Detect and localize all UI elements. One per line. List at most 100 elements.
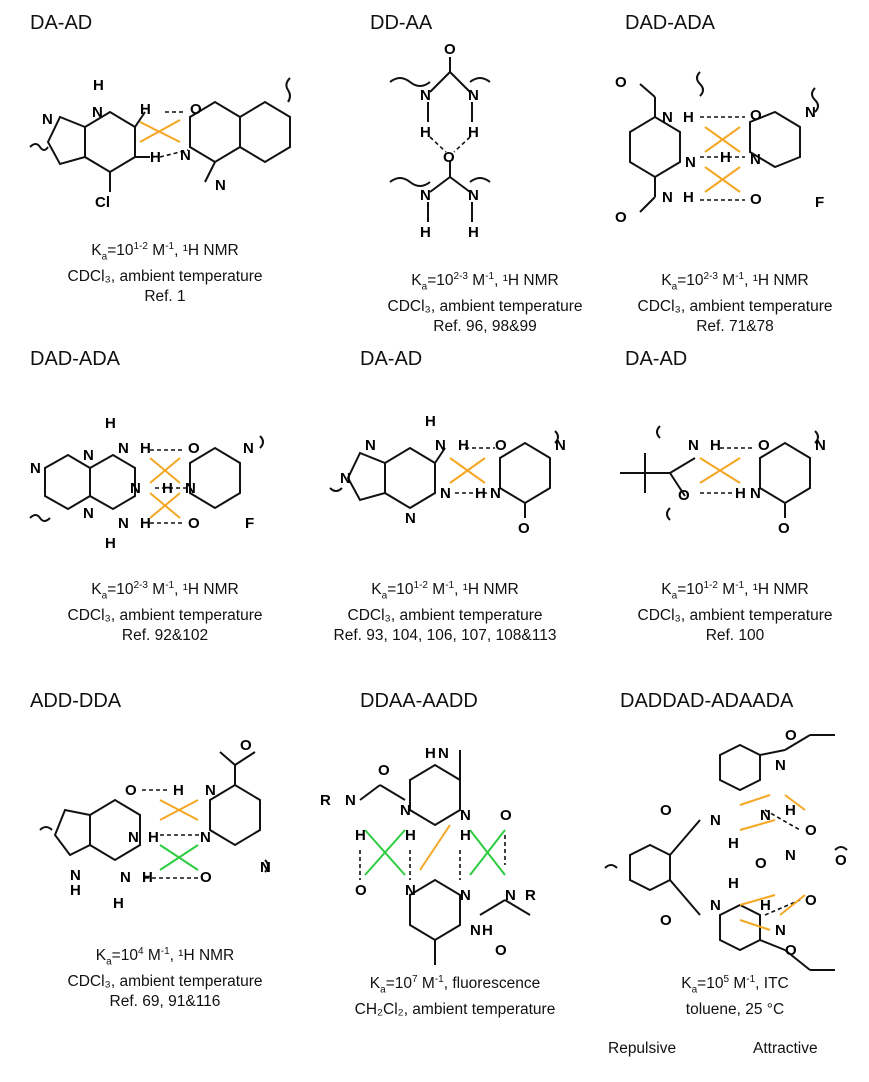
legend-attractive: Attractive	[753, 1040, 818, 1058]
svg-text:O: O	[755, 855, 767, 872]
svg-text:H: H	[140, 440, 151, 457]
svg-text:O: O	[378, 762, 390, 779]
svg-text:N: N	[685, 154, 696, 171]
molecule-structure: HN NH HCl ONN	[29, 77, 291, 211]
svg-text:N: N	[118, 440, 129, 457]
svg-text:H: H	[355, 827, 366, 844]
svg-text:N: N	[243, 440, 254, 457]
svg-text:O: O	[240, 737, 252, 754]
svg-text:O: O	[785, 942, 797, 959]
svg-text:H: H	[140, 515, 151, 532]
solvent: CDCl₃, ambient temperature	[67, 973, 263, 991]
method: ¹H NMR	[502, 272, 559, 290]
svg-text:N: N	[70, 867, 81, 884]
svg-text:N: N	[662, 109, 673, 126]
svg-text:N: N	[490, 485, 501, 502]
svg-text:O: O	[443, 149, 455, 166]
ka-unit: M	[729, 975, 747, 993]
ka-unit: M	[417, 975, 435, 993]
svg-text:N: N	[420, 87, 431, 104]
svg-text:O: O	[188, 440, 200, 457]
svg-text:Cl: Cl	[95, 194, 110, 211]
svg-text:O: O	[190, 101, 202, 118]
caption: Ka=104 M-1, ¹H NMR CDCl₃, ambient temper…	[30, 942, 300, 1012]
svg-text:H: H	[162, 480, 173, 497]
svg-text:O: O	[785, 727, 797, 744]
svg-text:N: N	[460, 887, 471, 904]
svg-text:N: N	[785, 847, 796, 864]
method: ¹H NMR	[752, 581, 809, 599]
svg-text:H: H	[710, 437, 721, 454]
svg-text:N: N	[468, 87, 479, 104]
svg-text:O: O	[200, 869, 212, 886]
ka-unit: M	[717, 581, 736, 599]
ka-base: 10	[706, 975, 724, 993]
caption: Ka=101-2 M-1, ¹H NMR CDCl₃, ambient temp…	[600, 576, 869, 646]
svg-text:N: N	[200, 829, 211, 846]
svg-text:H: H	[420, 124, 431, 141]
svg-text:O: O	[188, 515, 200, 532]
svg-text:R: R	[320, 792, 331, 809]
caption: Ka=101-2 M-1, ¹H NMR CDCl₃, ambient temp…	[310, 576, 580, 646]
ka-base: 10	[686, 272, 704, 290]
ka-base: 10	[120, 947, 138, 965]
svg-text:N: N	[750, 485, 761, 502]
panel-title: DA-AD	[30, 12, 93, 34]
legend-repulsive-label: Repulsive	[608, 1040, 677, 1057]
svg-text:H: H	[735, 485, 746, 502]
svg-text:H: H	[460, 827, 471, 844]
svg-text:N: N	[775, 757, 786, 774]
legend-attractive-label: Attractive	[753, 1040, 818, 1057]
svg-text:H: H	[105, 535, 116, 552]
svg-text:O: O	[750, 107, 762, 124]
svg-text:H: H	[105, 415, 116, 432]
svg-text:N: N	[185, 480, 196, 497]
svg-text:N: N	[92, 104, 103, 121]
panel-title: ADD-DDA	[30, 690, 122, 712]
svg-text:N: N	[710, 897, 721, 914]
svg-text:N: N	[760, 807, 771, 824]
svg-text:H: H	[728, 835, 739, 852]
ka-base: 10	[116, 242, 134, 260]
reference: Ref. 100	[705, 627, 765, 645]
panel-title: DDAA-AADD	[360, 690, 478, 712]
svg-text:O: O	[778, 520, 790, 537]
svg-text:N: N	[205, 782, 216, 799]
svg-text:H: H	[468, 224, 479, 241]
method: ¹H NMR	[182, 581, 239, 599]
panel-title: DAD-ADA	[625, 12, 716, 34]
svg-text:H: H	[683, 109, 694, 126]
ka-unit: M	[147, 242, 166, 260]
svg-text:H: H	[720, 149, 731, 166]
panel-title: DADDAD-ADAADA	[620, 690, 794, 712]
svg-text:N: N	[30, 460, 41, 477]
svg-text:H: H	[93, 77, 104, 94]
svg-text:N: N	[775, 922, 786, 939]
svg-text:H: H	[475, 485, 486, 502]
method: ¹H NMR	[462, 581, 519, 599]
ka-base: 10	[686, 581, 704, 599]
svg-text:N: N	[435, 437, 446, 454]
svg-text:F: F	[245, 515, 254, 532]
method: ¹H NMR	[178, 947, 235, 965]
ka-exponent: 4	[137, 946, 144, 957]
svg-text:N: N	[555, 437, 566, 454]
ka-exponent: 5	[723, 974, 730, 985]
caption: Ka=101-2 M-1, ¹H NMR CDCl₃, ambient temp…	[30, 237, 300, 307]
svg-text:O: O	[660, 802, 672, 819]
ka-unit: M	[143, 947, 161, 965]
method: fluorescence	[452, 975, 541, 993]
svg-text:N: N	[128, 829, 139, 846]
svg-text:N: N	[215, 177, 226, 194]
ka-unit: M	[147, 581, 166, 599]
svg-text:O: O	[518, 520, 530, 537]
